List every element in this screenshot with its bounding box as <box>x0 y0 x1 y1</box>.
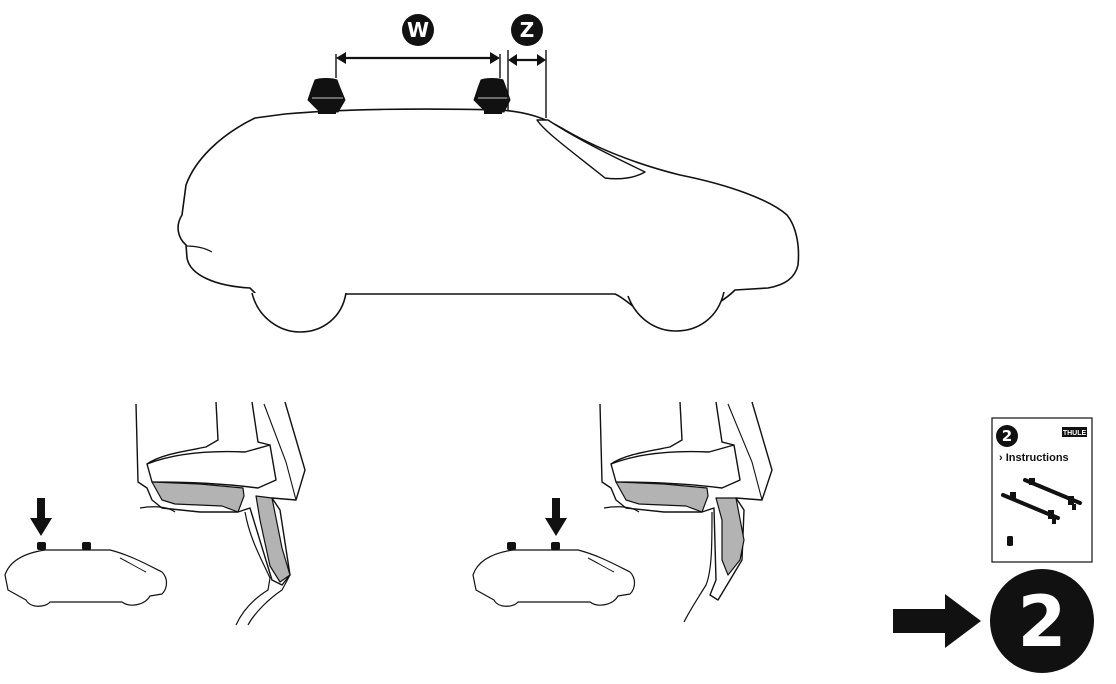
main-car-front-wheel <box>627 291 725 332</box>
booklet-roof-rack-icon <box>1001 478 1082 524</box>
rear-foot-pad <box>146 444 277 489</box>
main-car-rear-line <box>185 245 213 253</box>
main-car-windshield <box>536 119 646 180</box>
rear-foot-bracket <box>255 495 291 583</box>
booklet-step-number: 2 <box>1002 427 1012 445</box>
front-foot-bracket <box>715 497 745 576</box>
next-step-badge: 2 <box>990 569 1094 673</box>
right-arrow-icon <box>893 594 981 648</box>
z-label: Z <box>520 18 535 42</box>
z-badge <box>511 14 543 46</box>
rear-foot-rubber <box>151 481 245 513</box>
instruction-booklet: 2 THULE › Instructions <box>991 417 1093 563</box>
down-arrow-right-icon <box>545 498 567 536</box>
roof-foot-rear <box>307 78 346 114</box>
front-foot-rubber <box>615 481 709 513</box>
rear-foot-detail <box>4 401 306 626</box>
down-arrow-left-icon <box>30 498 52 536</box>
booklet-brand: THULE <box>1063 430 1087 437</box>
main-car-rear-wheel <box>251 292 347 333</box>
front-foot-detail <box>472 401 773 623</box>
w-label: W <box>407 18 429 42</box>
main-car-illustration <box>177 108 800 333</box>
booklet-title: › Instructions <box>999 452 1069 464</box>
next-step-number: 2 <box>1018 581 1067 663</box>
mini-car-left <box>4 542 168 607</box>
z-measurement: Z <box>507 14 547 118</box>
rear-foot-clamp-outline <box>135 401 306 586</box>
booklet-small-part-icon <box>1007 536 1013 546</box>
w-badge <box>402 14 434 46</box>
roof-foot-front <box>473 78 511 114</box>
booklet-step-badge <box>996 425 1018 447</box>
mini-car-right <box>472 542 636 607</box>
front-foot-clamp-outline <box>599 401 773 601</box>
w-measurement: W <box>335 14 501 78</box>
booklet-brand-badge <box>1062 427 1087 437</box>
main-car-body <box>177 108 800 313</box>
front-foot-pad <box>610 444 741 489</box>
